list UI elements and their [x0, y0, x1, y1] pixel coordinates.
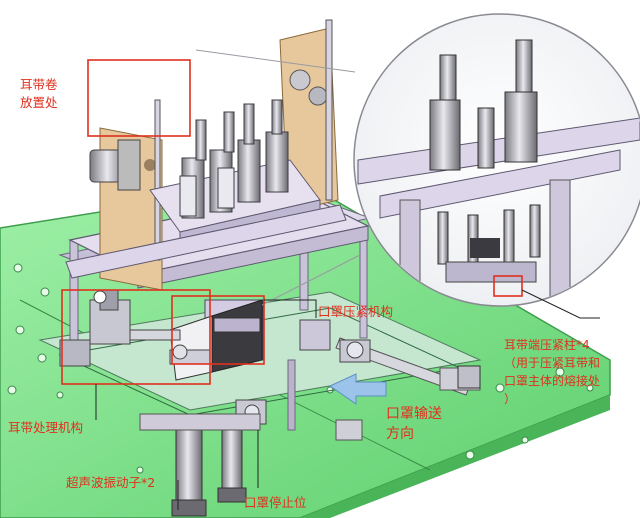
label-mask-stop: 口罩停止位 [244, 495, 307, 510]
label-ear-band-storage: 耳带卷 放置处 [20, 77, 58, 110]
label-ear-band-mechanism: 耳带处理机构 [8, 420, 84, 435]
callout-box-mask-press [171, 295, 265, 365]
ear-band-mechanism [59, 289, 211, 367]
label-ultrasonic-horn: 超声波振动子*2 [66, 475, 156, 490]
ultrasonic-horns [139, 413, 261, 517]
zoom-detail [195, 13, 640, 307]
label-mask-press: 口罩压紧机构 [318, 304, 394, 319]
callout-box-ear-band-storage [87, 59, 191, 137]
leader-lines [95, 289, 600, 510]
conveyor-arrow-icon [328, 373, 387, 405]
callout-box-ear-band-mechanism [61, 289, 211, 385]
label-conveyor-direction: 口罩输送 方向 [386, 406, 442, 442]
callouts [61, 59, 523, 385]
callout-box-zoom [493, 275, 523, 297]
label-ear-band-press-pillar: 耳带端压紧柱*4 （用于压紧耳带和 口罩主体的熔接处 ） [504, 338, 601, 406]
